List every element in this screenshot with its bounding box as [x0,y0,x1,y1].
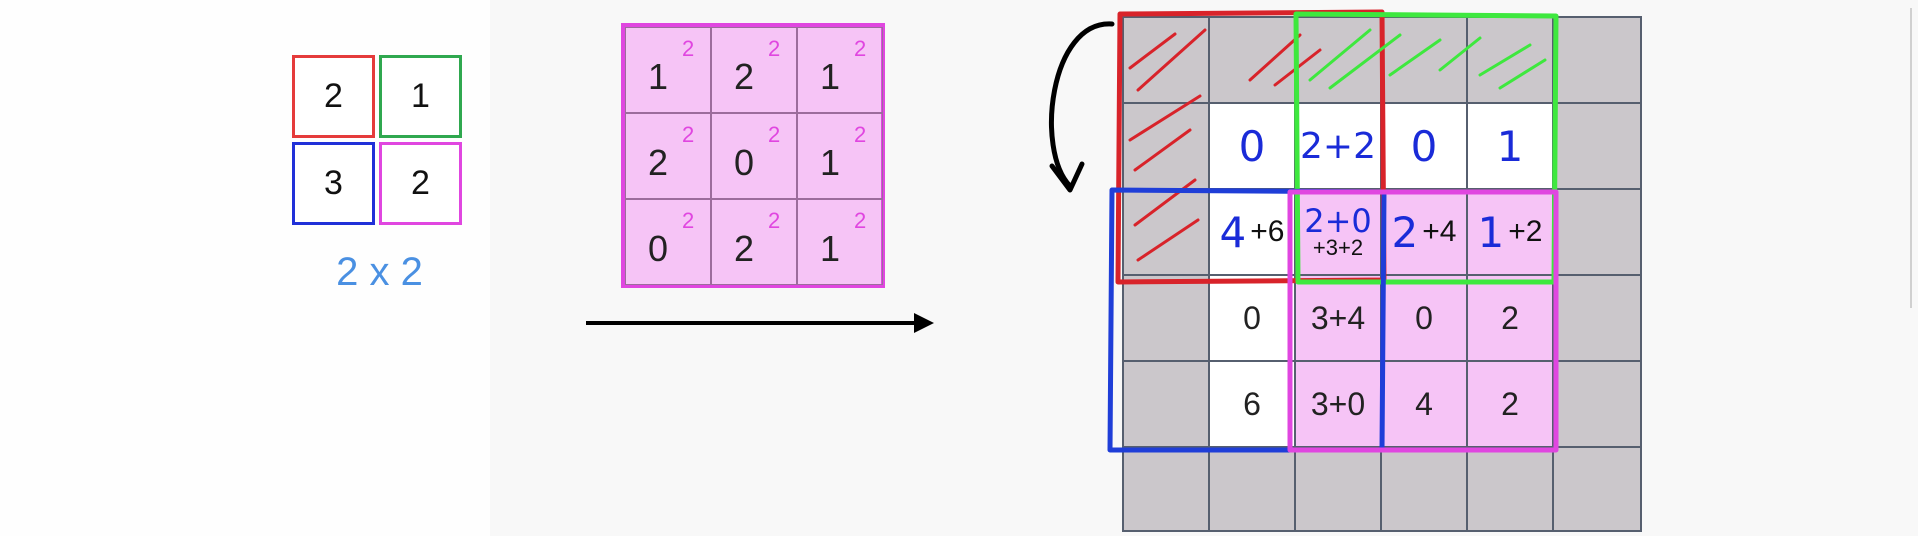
output-cell: 2+2 [1294,102,1382,190]
output-cell: 3+4 [1294,274,1382,362]
kernel-size-label: 2 x 2 [336,250,423,294]
kernel-grid: 2 1 3 2 [292,55,467,230]
output-cell: 2+0+3+2 [1294,188,1382,276]
output-cell: 2 [1466,360,1554,448]
padding-cell [1466,16,1554,104]
padding-cell [1122,16,1210,104]
kernel-cell-top-left: 2 [292,55,375,138]
padding-cell [1294,16,1382,104]
padding-cell [1380,16,1468,104]
padding-cell [1122,360,1210,448]
padding-cell [1208,16,1296,104]
padding-cell [1552,16,1642,104]
kernel-cell-bottom-left: 3 [292,142,375,225]
scrollbar-edge [1910,8,1912,308]
output-cell: 4 [1380,360,1468,448]
output-cell: 0 [1208,274,1296,362]
transform-arrow [586,321,916,325]
output-cell: 4+6 [1208,188,1296,276]
padding-cell [1380,446,1468,532]
padding-cell [1122,446,1210,532]
padding-cell [1294,446,1382,532]
padding-cell [1552,102,1642,190]
output-cell: 0 [1380,274,1468,362]
padding-cell [1552,446,1642,532]
output-cell: 2 [1466,274,1554,362]
kernel-cell-bottom-right: 2 [379,142,462,225]
output-cell: 0 [1208,102,1296,190]
padding-cell [1552,274,1642,362]
padding-cell [1122,188,1210,276]
output-cell: 0 [1380,102,1468,190]
output-cell: 2+4 [1380,188,1468,276]
padding-cell [1208,446,1296,532]
output-grid: 0 2+2 0 1 4+6 2+0+3+2 2+4 1+2 0 3+4 0 2 … [1122,16,1642,532]
arrow-head-icon [914,313,934,333]
kernel-cell-top-right: 1 [379,55,462,138]
output-cell: 6 [1208,360,1296,448]
output-cell: 1+2 [1466,188,1554,276]
padding-cell [1552,360,1642,448]
padding-cell [1122,102,1210,190]
padding-cell [1122,274,1210,362]
padding-cell [1466,446,1554,532]
padding-cell [1552,188,1642,276]
output-cell: 1 [1466,102,1554,190]
output-cell: 3+0 [1294,360,1382,448]
